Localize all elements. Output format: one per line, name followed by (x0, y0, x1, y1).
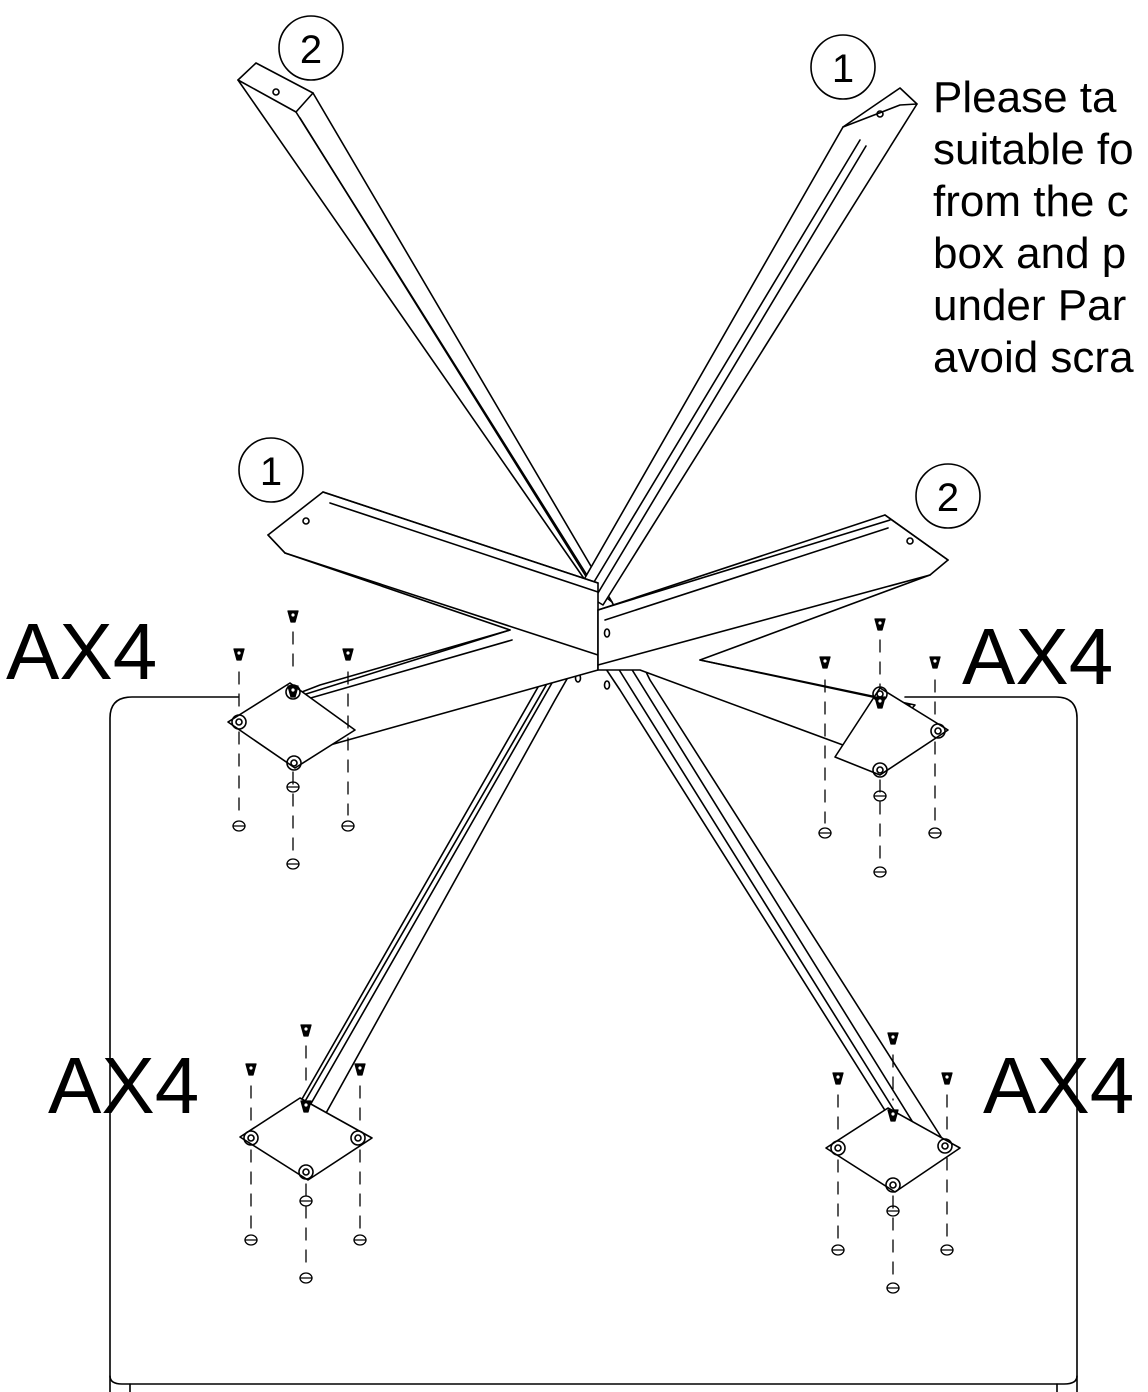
instruction-line: Please ta (933, 73, 1117, 122)
screw-icon (929, 656, 941, 669)
part-bubble-top-left: 2 (278, 15, 344, 81)
screws-bottom-left (244, 1024, 367, 1284)
screw-icon (287, 685, 299, 698)
svg-text:1: 1 (260, 450, 282, 494)
screws-top-left (232, 610, 355, 870)
screw-icon (300, 1100, 312, 1113)
svg-text:2: 2 (300, 28, 322, 72)
instruction-line: from the c (933, 177, 1129, 226)
screw-icon (874, 696, 886, 709)
screw-icon (245, 1063, 257, 1076)
mount-plate-bottom-left (239, 1097, 373, 1181)
screw-icon (819, 656, 831, 669)
hardware-label-bottom-right: AX4 (983, 1041, 1135, 1130)
table-top (109, 696, 1078, 1392)
screw-icon (233, 648, 245, 661)
leg-2-diagonal (237, 62, 944, 1159)
screws-bottom-right (831, 1032, 954, 1294)
part-bubble-mid-left: 1 (238, 437, 304, 503)
svg-text:2: 2 (937, 476, 959, 520)
part-bubble-top-right: 1 (810, 34, 876, 100)
instruction-text: Please ta suitable fo from the c box and… (933, 72, 1148, 384)
instruction-line: suitable fo (933, 125, 1134, 174)
screw-icon (887, 1109, 899, 1122)
screws-top-right (818, 618, 942, 878)
instruction-line: box and p (933, 229, 1127, 278)
screw-icon (287, 610, 299, 623)
screw-icon (300, 1024, 312, 1037)
mount-plate-top-right (834, 686, 949, 778)
screw-icon (342, 648, 354, 661)
leg-1-diagonal (269, 87, 918, 1161)
part-bubble-mid-right: 2 (915, 463, 981, 529)
hardware-label-top-right: AX4 (962, 612, 1114, 701)
screw-icon (941, 1072, 953, 1085)
screw-icon (874, 618, 886, 631)
hardware-label-bottom-left: AX4 (48, 1041, 200, 1130)
instruction-line: under Par (933, 281, 1127, 330)
screw-icon (887, 1032, 899, 1045)
hardware-label-top-left: AX4 (6, 607, 158, 696)
crossbar-right (597, 514, 949, 756)
svg-text:1: 1 (832, 47, 854, 91)
screw-icon (354, 1063, 366, 1076)
screw-icon (832, 1072, 844, 1085)
instruction-line: avoid scra (933, 333, 1134, 382)
mount-plate-top-left (227, 682, 356, 771)
mount-plate-bottom-right (825, 1107, 961, 1193)
